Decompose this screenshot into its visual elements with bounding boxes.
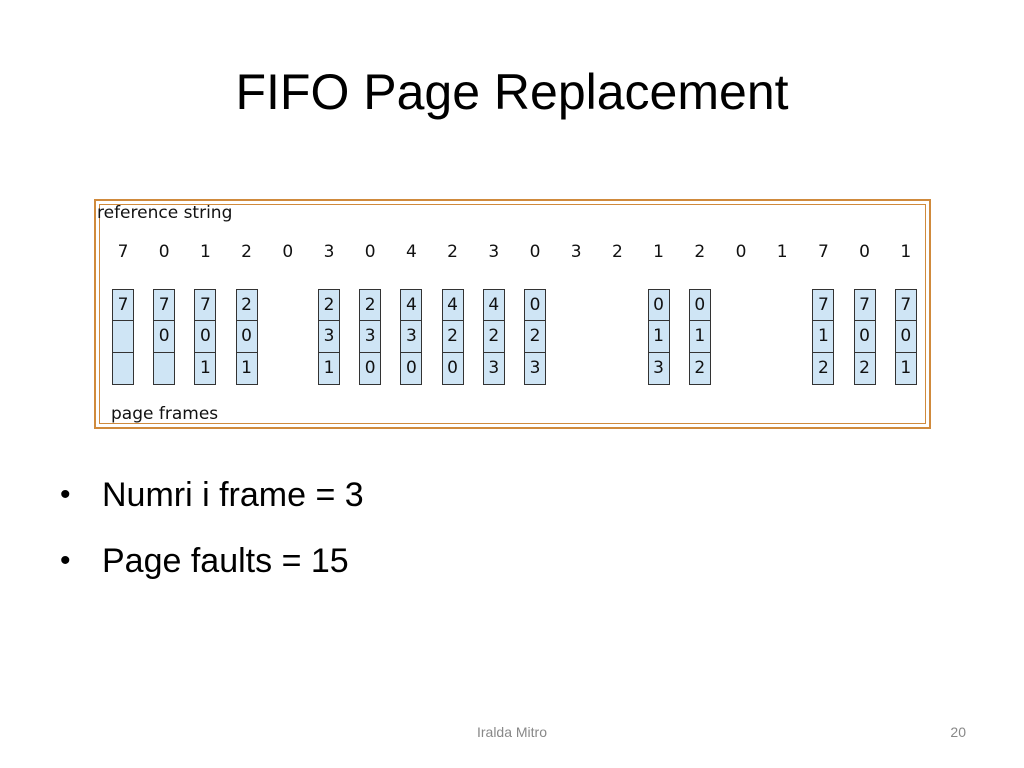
bullet-list: • Numri i frame = 3 • Page faults = 15 [60, 470, 364, 602]
frame-cell: 7 [813, 290, 834, 322]
reference-value: 4 [405, 242, 417, 262]
frame-cell: 2 [319, 290, 339, 322]
frame-cell: 2 [694, 357, 706, 378]
frame-cell: 7 [113, 290, 133, 322]
reference-value: 1 [776, 242, 788, 262]
bullet-item-faults: • Page faults = 15 [60, 536, 364, 602]
frame-cell: 3 [360, 321, 381, 353]
frame-cell: 0 [154, 321, 175, 353]
frame-cell: 2 [442, 321, 463, 353]
frame-cell: 1 [813, 321, 834, 353]
frame-cell: 3 [653, 357, 664, 378]
frame-cell: 3 [488, 357, 500, 378]
frame-cell: 1 [900, 357, 912, 378]
reference-value: 0 [735, 242, 747, 262]
frame-cell: 2 [817, 357, 829, 378]
reference-string-label: reference string [97, 203, 233, 223]
frame-column: 7 [112, 289, 134, 385]
frame-cell: 0 [648, 290, 669, 322]
frame-cell: 0 [854, 321, 875, 353]
frame-cell: 0 [689, 290, 710, 322]
reference-value: 3 [570, 242, 582, 262]
reference-value: 2 [447, 242, 458, 262]
frame-cell: 0 [195, 321, 216, 353]
bullet-item-frames: • Numri i frame = 3 [60, 470, 364, 536]
reference-value: 0 [282, 242, 294, 262]
frame-cell: 0 [525, 290, 545, 322]
reference-value: 1 [653, 242, 664, 262]
reference-value: 3 [488, 242, 500, 262]
frame-cell: 7 [154, 290, 175, 322]
frame-cell: 1 [199, 357, 211, 378]
frame-cell: 3 [319, 321, 339, 353]
reference-value: 0 [859, 242, 870, 262]
frame-cell: 0 [405, 357, 417, 378]
reference-value: 2 [241, 242, 252, 262]
frame-cell: 1 [689, 321, 710, 353]
frame-cell: 1 [648, 321, 669, 353]
diagram-inner-border [99, 204, 926, 424]
bullet-text: Page faults = 15 [102, 542, 349, 580]
reference-value: 2 [611, 242, 623, 262]
bullet-dot-icon: • [60, 544, 71, 577]
reference-value: 1 [900, 242, 912, 262]
frame-cell: 0 [364, 357, 376, 378]
page-frames-label: page frames [111, 404, 219, 424]
frame-cell: 1 [241, 357, 252, 378]
frame-cell: 0 [895, 321, 916, 353]
frame-cell: 2 [360, 290, 381, 322]
bullet-text: Numri i frame = 3 [102, 476, 364, 514]
slide-title: FIFO Page Replacement [235, 64, 789, 120]
frame-cell: 7 [195, 290, 216, 322]
reference-value: 3 [323, 242, 335, 262]
footer-author: Iralda Mitro [476, 724, 548, 740]
frame-cell [154, 353, 174, 384]
frame-cell: 4 [401, 290, 422, 322]
frame-cell: 4 [442, 290, 463, 322]
frame-cell: 2 [483, 321, 504, 353]
bullet-dot-icon: • [60, 478, 71, 511]
frame-cell: 2 [859, 357, 870, 378]
frame-cell: 0 [236, 321, 257, 353]
reference-value: 0 [158, 242, 170, 262]
frame-cell: 7 [854, 290, 875, 322]
frame-cell: 4 [483, 290, 504, 322]
frame-cell: 2 [525, 321, 545, 353]
frame-cell: 7 [895, 290, 916, 322]
frame-cell [113, 353, 133, 384]
frame-cell [113, 321, 133, 353]
reference-value: 0 [364, 242, 376, 262]
frame-cell: 3 [401, 321, 422, 353]
frame-cell: 0 [447, 357, 458, 378]
frame-cell: 3 [529, 357, 541, 378]
page-number: 20 [950, 724, 966, 740]
frame-cell: 2 [236, 290, 257, 322]
reference-value: 7 [117, 242, 129, 262]
frame-cell: 1 [323, 357, 335, 378]
reference-value: 0 [529, 242, 541, 262]
reference-value: 2 [694, 242, 706, 262]
reference-value: 7 [817, 242, 829, 262]
reference-value: 1 [199, 242, 211, 262]
